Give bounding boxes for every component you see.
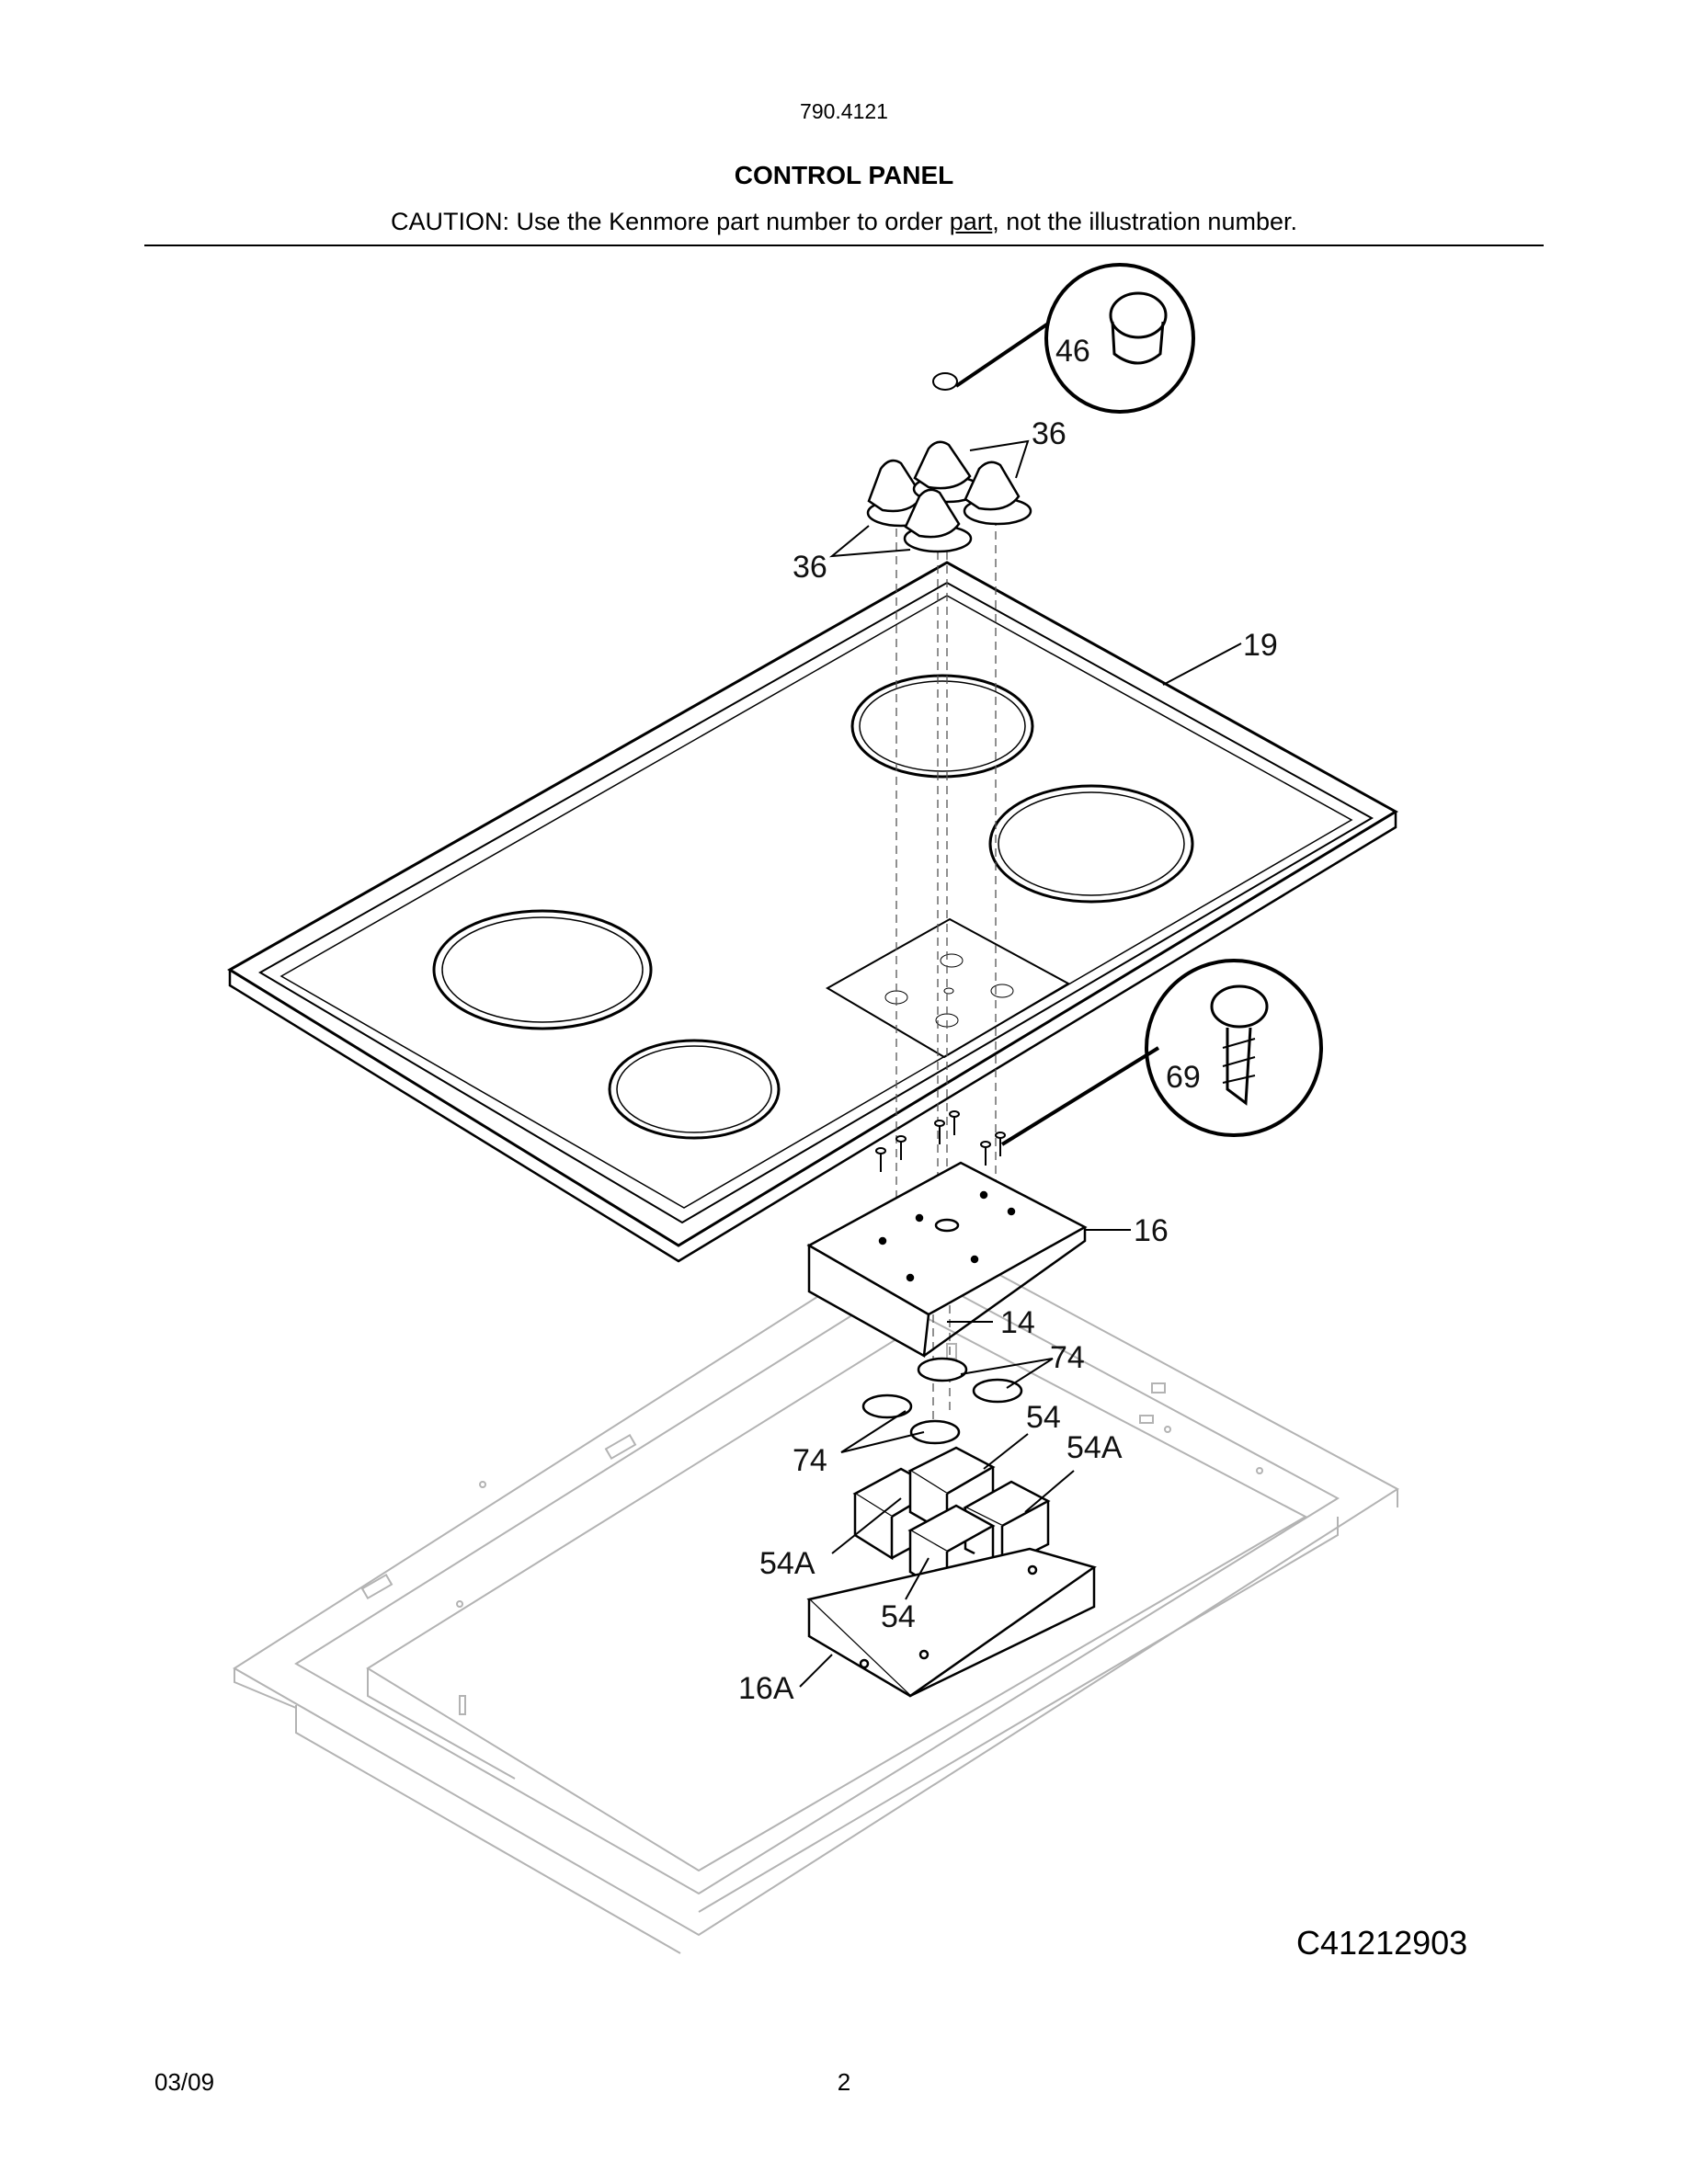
control-knobs	[866, 372, 1032, 553]
callout-19: 19	[1243, 628, 1278, 663]
callout-54A-upper: 54A	[1066, 1430, 1123, 1465]
page-number: 2	[837, 2068, 851, 2096]
callout-54-upper: 54	[1026, 1400, 1061, 1435]
cooktop-frame	[233, 1230, 1399, 1954]
caution-part-word: part	[949, 208, 993, 235]
lower-switch-bracket	[806, 1547, 1097, 1698]
callout-16: 16	[1134, 1213, 1169, 1248]
callout-74-left: 74	[793, 1443, 827, 1478]
callout-74-right: 74	[1050, 1340, 1085, 1375]
callout-36-upper: 36	[1032, 416, 1066, 451]
callout-16A: 16A	[738, 1671, 794, 1706]
glass-cooktop	[227, 561, 1398, 1263]
screws	[875, 1110, 1006, 1172]
callout-54-lower: 54	[881, 1599, 916, 1634]
callout-46: 46	[1055, 334, 1090, 369]
caution-note: CAUTION: Use the Kenmore part number to …	[0, 208, 1688, 236]
control-bracket	[806, 1161, 1088, 1359]
callout-36-lower: 36	[793, 550, 827, 585]
callout-54A-lower: 54A	[759, 1546, 815, 1581]
figure-code: C41212903	[1296, 1924, 1468, 1962]
callout-14: 14	[1000, 1305, 1035, 1340]
model-number: 790.4121	[800, 99, 888, 123]
caution-suffix: , not the illustration number.	[992, 208, 1297, 235]
header-divider	[144, 245, 1544, 246]
callout-69: 69	[1166, 1060, 1201, 1095]
detail-circle-69	[1145, 959, 1323, 1137]
leader-lines	[799, 322, 1242, 1688]
detail-circle-46	[1044, 263, 1195, 414]
page-title: CONTROL PANEL	[734, 161, 954, 189]
revision-date: 03/09	[154, 2068, 215, 2096]
caution-prefix: CAUTION: Use the Kenmore part number to …	[391, 208, 950, 235]
